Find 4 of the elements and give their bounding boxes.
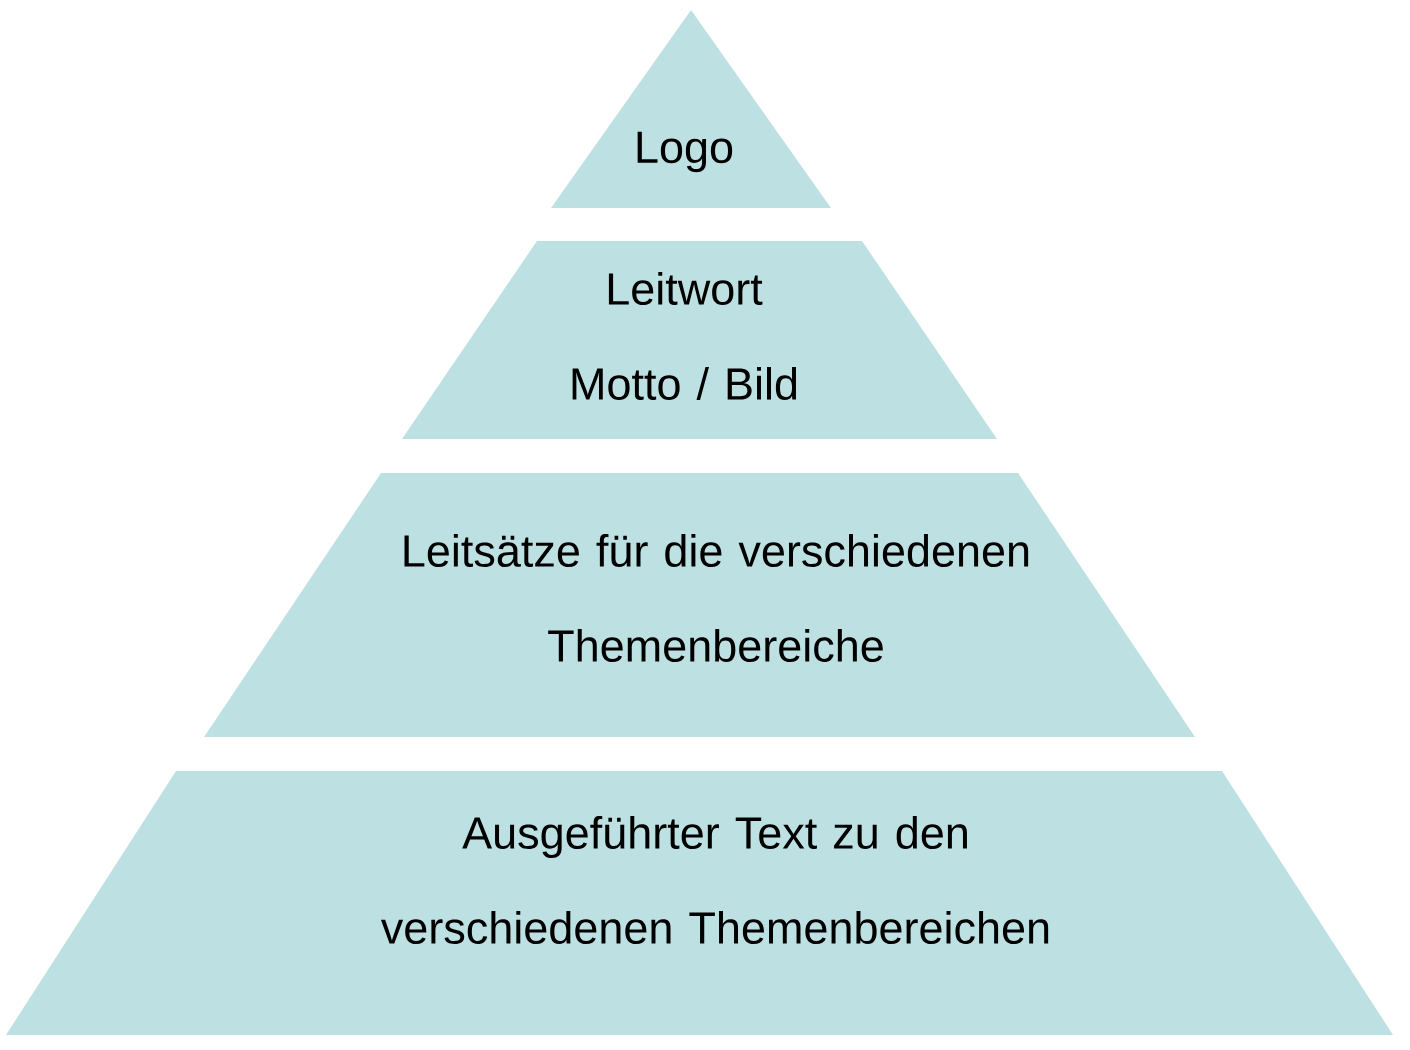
pyramid-level: Leitsätze für die verschiedenen Themenbereiche (204, 473, 1195, 737)
pyramid-level: Ausgeführter Text zu den verschiedenen Themenbereichen (6, 771, 1393, 1035)
pyramid-level: Logo (551, 10, 831, 208)
pyramid-level: Leitwort Motto / Bild (402, 241, 997, 439)
